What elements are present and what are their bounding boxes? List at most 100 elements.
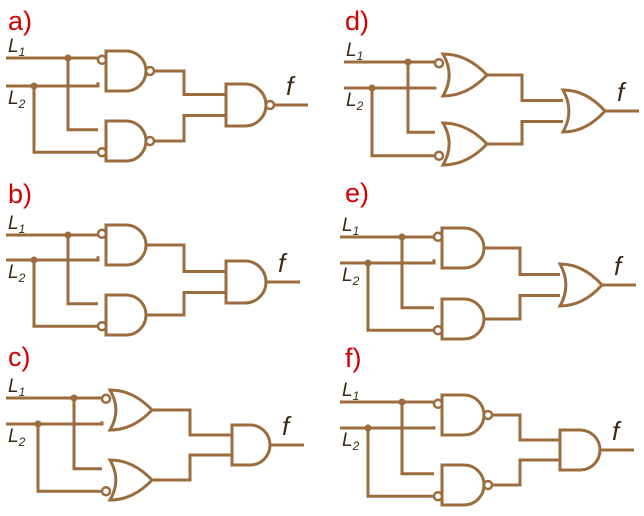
inverter-bubble-lower-out [482, 479, 494, 491]
wire-l1 [6, 56, 100, 60]
junction-l2 [368, 84, 376, 92]
input-label-1-subscript: 1 [19, 222, 26, 236]
gate-upper-and [104, 223, 148, 267]
inverter-bubble-lower-in [432, 324, 444, 336]
wire-l2-branch [366, 428, 434, 498]
wire-lower-to-final [152, 453, 232, 482]
wire-l2 [6, 82, 100, 88]
junction-l1 [64, 54, 72, 62]
gate-lower-and [440, 297, 486, 341]
input-label-1: L1 [342, 380, 359, 403]
gate-upper-and [440, 226, 486, 270]
wire-l1-branch [66, 235, 98, 306]
panel-label: d) [345, 6, 369, 36]
input-label-1: L1 [8, 376, 25, 399]
wire-l1-branch [406, 62, 435, 134]
input-label-2-letter: L [8, 262, 19, 283]
wire-l1-branch [400, 402, 434, 476]
output-label: f [286, 71, 296, 101]
panel-label: f) [345, 343, 362, 373]
inverter-bubble-upper-in [432, 398, 444, 410]
output-label: f [614, 251, 624, 281]
wire-l1 [6, 396, 104, 400]
junction-l2 [30, 82, 38, 90]
gate-lower-and [440, 463, 486, 507]
gate-final-and [230, 423, 272, 467]
inverter-bubble-upper-in [100, 393, 112, 405]
wire-upper-to-final [484, 246, 560, 276]
input-label-1-letter: L [342, 380, 353, 401]
wire-l2 [340, 259, 436, 265]
gate-lower-and [104, 293, 148, 337]
gate-upper-and [440, 393, 486, 437]
inverter-bubble-upper-in [96, 228, 108, 240]
wire-l2-branch [32, 260, 98, 328]
wire-l1-branch [66, 58, 98, 132]
junction-l2 [30, 256, 38, 264]
wire-lower-to-final [492, 458, 560, 487]
wire-l2 [6, 421, 104, 426]
input-label-2-subscript: 2 [356, 99, 364, 113]
junction-l2 [364, 259, 372, 267]
gate-final-or [560, 88, 608, 134]
input-label-2: L2 [342, 430, 360, 453]
input-label-1: L1 [8, 36, 25, 59]
gate-final-and [224, 259, 268, 305]
input-label-2-subscript: 2 [352, 274, 360, 288]
wire-l2-branch [366, 263, 434, 332]
input-label-2-letter: L [342, 430, 353, 451]
input-label-2-letter: L [8, 426, 19, 447]
junction-l1 [398, 398, 406, 406]
inverter-bubble-upper-out [144, 65, 156, 77]
panel-label: b) [8, 179, 32, 209]
input-label-2-letter: L [8, 88, 19, 109]
gate-lower-and [104, 119, 148, 163]
input-label-2: L2 [8, 88, 26, 111]
input-label-2-subscript: 2 [352, 439, 360, 453]
panel-label: c) [8, 342, 31, 372]
wire-upper-to-final [154, 69, 226, 96]
junction-l1 [64, 231, 72, 239]
inverter-bubble-final-out [264, 99, 276, 111]
input-label-1: L1 [342, 215, 359, 238]
wire-l2 [6, 256, 100, 262]
wire-l1 [344, 60, 437, 64]
input-label-2-subscript: 2 [18, 435, 26, 449]
junction-l1 [70, 394, 78, 402]
inverter-bubble-lower-in [432, 490, 444, 502]
output-label: f [282, 411, 292, 441]
inverter-bubble-upper-in [96, 54, 108, 66]
wire-l2-branch [36, 424, 102, 493]
input-label-1: L1 [346, 40, 363, 63]
inverter-bubble-lower-out [144, 135, 156, 147]
input-label-2: L2 [342, 265, 360, 288]
panel-label: e) [345, 178, 369, 208]
input-label-2: L2 [346, 90, 364, 113]
gate-final-or [557, 262, 605, 308]
input-label-1-letter: L [8, 213, 19, 234]
wire-l2 [340, 426, 436, 430]
output-label: f [612, 416, 622, 446]
input-label-1-subscript: 1 [19, 45, 26, 59]
input-label-1-subscript: 1 [357, 49, 364, 63]
output-label: f [617, 77, 627, 107]
input-label-2: L2 [8, 426, 26, 449]
input-label-1-subscript: 1 [19, 385, 26, 399]
input-label-1-letter: L [8, 376, 19, 397]
wire-upper-to-final [146, 243, 226, 273]
gate-lower-or [440, 121, 490, 167]
input-label-1: L1 [8, 213, 25, 236]
wire-l1-branch [72, 398, 102, 471]
inverter-bubble-upper-in [432, 231, 444, 243]
inverter-bubble-upper-out [482, 409, 494, 421]
input-label-2-subscript: 2 [18, 97, 26, 111]
wire-lower-to-final [484, 294, 560, 321]
junction-l1 [404, 58, 412, 66]
wire-l2 [344, 86, 437, 90]
